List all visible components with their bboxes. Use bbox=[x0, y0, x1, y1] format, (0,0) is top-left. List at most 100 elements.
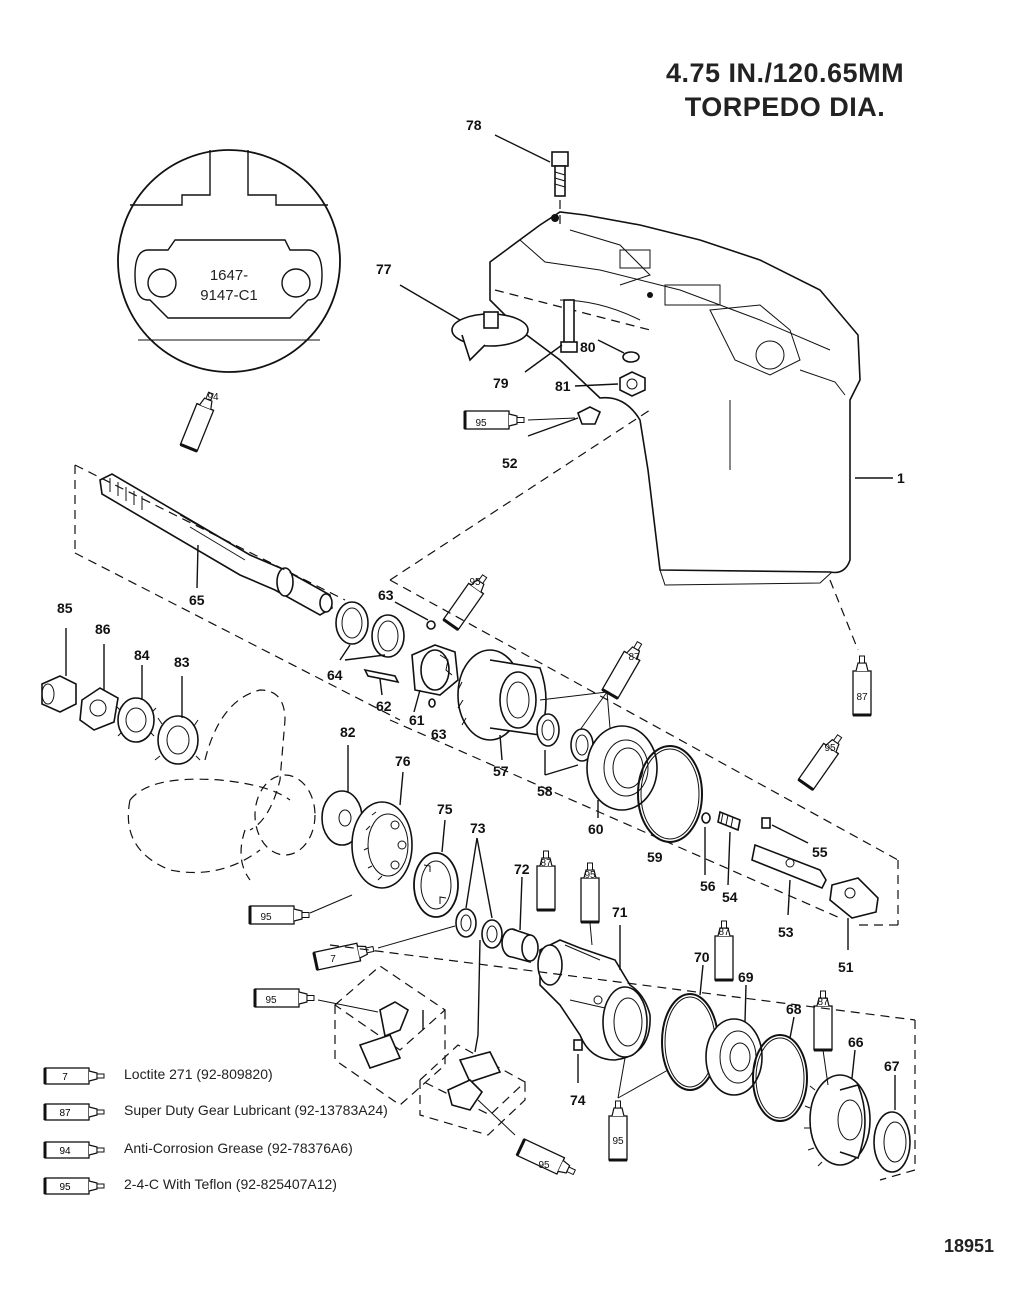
legend-text-grease: Anti-Corrosion Grease (92-78376A6) bbox=[124, 1140, 353, 1156]
label-86: 86 bbox=[95, 621, 111, 637]
label-65: 65 bbox=[189, 592, 205, 608]
label-70: 70 bbox=[694, 949, 710, 965]
prop-hardware: 85 86 84 83 bbox=[41, 600, 201, 765]
tube-95-63: 95 bbox=[469, 577, 481, 588]
ring-68: 68 bbox=[752, 1001, 808, 1122]
label-69: 69 bbox=[738, 969, 754, 985]
bearing-carrier-71: 71 95 bbox=[537, 861, 651, 1061]
label-76: 76 bbox=[395, 753, 411, 769]
tube-95-clip2: 95 bbox=[538, 1160, 550, 1171]
tube-87-66: 87 bbox=[817, 997, 829, 1008]
propeller-shaft-65: 65 94 bbox=[74, 388, 651, 721]
label-63-top: 63 bbox=[378, 587, 394, 603]
detail-stamp-line-2: 9147-C1 bbox=[200, 287, 258, 304]
seals-73: 73 7 bbox=[312, 820, 503, 972]
label-80: 80 bbox=[580, 339, 596, 355]
label-62: 62 bbox=[376, 698, 392, 714]
tube-icon: 87 bbox=[43, 1103, 105, 1121]
legend-text-teflon: 2-4-C With Teflon (92-825407A12) bbox=[124, 1176, 337, 1192]
part-74: 74 bbox=[570, 1039, 586, 1108]
tube-95-71b: 95 bbox=[612, 1136, 624, 1147]
bearing-72: 72 87 bbox=[501, 849, 557, 964]
assembly-guide-lines bbox=[329, 944, 916, 1181]
bearing-76: 76 95 bbox=[248, 753, 413, 926]
label-1: 1 bbox=[897, 470, 905, 486]
bolt-78: 78 bbox=[466, 117, 569, 230]
bearings-58: 58 bbox=[536, 713, 594, 799]
detail-stamp-line-1: 1647- bbox=[210, 267, 248, 284]
title-line-2: TORPEDO DIA. bbox=[684, 92, 886, 122]
label-74: 74 bbox=[570, 1092, 586, 1108]
label-71: 71 bbox=[612, 904, 628, 920]
label-72: 72 bbox=[514, 861, 530, 877]
tube-95-71: 95 bbox=[584, 870, 596, 881]
label-68: 68 bbox=[786, 1001, 802, 1017]
label-77: 77 bbox=[376, 261, 392, 277]
tube-87-housing: 87 bbox=[829, 579, 873, 717]
bearing-69: 69 87 bbox=[705, 919, 763, 1096]
label-57: 57 bbox=[493, 763, 509, 779]
label-54: 54 bbox=[722, 889, 738, 905]
tube-95-76: 95 bbox=[260, 912, 272, 923]
tube-7-73: 7 bbox=[330, 954, 336, 965]
tube-87-72: 87 bbox=[540, 858, 552, 869]
label-52: 52 bbox=[502, 455, 518, 471]
clip-detail-lower: 95 bbox=[418, 939, 580, 1182]
label-58: 58 bbox=[537, 783, 553, 799]
hardware-79-81: 79 80 81 bbox=[493, 299, 646, 397]
tube-95-55: 95 bbox=[824, 743, 836, 754]
svg-text:87: 87 bbox=[856, 692, 868, 703]
tube-94-shaft: 94 bbox=[207, 392, 219, 403]
o-ring-59: 59 bbox=[637, 745, 703, 865]
label-78: 78 bbox=[466, 117, 482, 133]
label-73: 73 bbox=[470, 820, 486, 836]
label-53: 53 bbox=[778, 924, 794, 940]
label-55: 55 bbox=[812, 844, 828, 860]
label-64: 64 bbox=[327, 667, 343, 683]
label-63-bottom: 63 bbox=[431, 726, 447, 742]
bearing-rings-64: 64 bbox=[327, 601, 405, 683]
svg-text:7: 7 bbox=[62, 1072, 68, 1083]
tube-icon: 95 bbox=[43, 1177, 105, 1195]
detail-view-circle: 1647- 9147-C1 bbox=[117, 149, 341, 373]
forward-gear-57: 57 bbox=[457, 649, 547, 779]
tube-87-gear: 87 bbox=[539, 636, 649, 731]
tube-95-52: 95 bbox=[475, 418, 487, 429]
label-84: 84 bbox=[134, 647, 150, 663]
tab-washer-75: 75 bbox=[413, 801, 459, 918]
tube-87-70: 87 bbox=[718, 927, 730, 938]
figure-number: 18951 bbox=[944, 1236, 995, 1256]
tube-95-clip1: 95 bbox=[265, 995, 277, 1006]
label-81: 81 bbox=[555, 378, 571, 394]
label-67: 67 bbox=[884, 1058, 900, 1074]
label-66: 66 bbox=[848, 1034, 864, 1050]
washer-67: 67 bbox=[873, 1058, 911, 1173]
label-85: 85 bbox=[57, 600, 73, 616]
svg-text:94: 94 bbox=[59, 1146, 71, 1157]
label-59: 59 bbox=[647, 849, 663, 865]
svg-text:95: 95 bbox=[59, 1182, 71, 1193]
label-61: 61 bbox=[409, 712, 425, 728]
legend-text-gear-lube: Super Duty Gear Lubricant (92-13783A24) bbox=[124, 1102, 388, 1118]
clutch-61: 63 95 63 62 61 bbox=[363, 569, 494, 742]
diagram-title: 4.75 IN./120.65MM TORPEDO DIA. bbox=[600, 56, 970, 124]
label-56: 56 bbox=[700, 878, 716, 894]
legend-text-loctite: Loctite 271 (92-809820) bbox=[124, 1066, 273, 1082]
shift-parts: 56 54 55 53 51 95 bbox=[389, 579, 899, 975]
label-82: 82 bbox=[340, 724, 356, 740]
gear-housing bbox=[489, 211, 861, 586]
svg-text:87: 87 bbox=[59, 1108, 71, 1119]
label-51: 51 bbox=[838, 959, 854, 975]
label-79: 79 bbox=[493, 375, 509, 391]
label-75: 75 bbox=[437, 801, 453, 817]
propeller-phantom bbox=[127, 689, 316, 881]
reverse-gear-66: 66 87 bbox=[804, 989, 871, 1167]
title-line-1: 4.75 IN./120.65MM bbox=[665, 58, 905, 88]
part-52: 52 95 bbox=[463, 406, 602, 471]
label-83: 83 bbox=[174, 654, 190, 670]
tube-icon: 94 bbox=[43, 1141, 105, 1159]
tube-icon: 7 bbox=[43, 1067, 105, 1085]
label-60: 60 bbox=[588, 821, 604, 837]
svg-text:87: 87 bbox=[628, 652, 640, 663]
